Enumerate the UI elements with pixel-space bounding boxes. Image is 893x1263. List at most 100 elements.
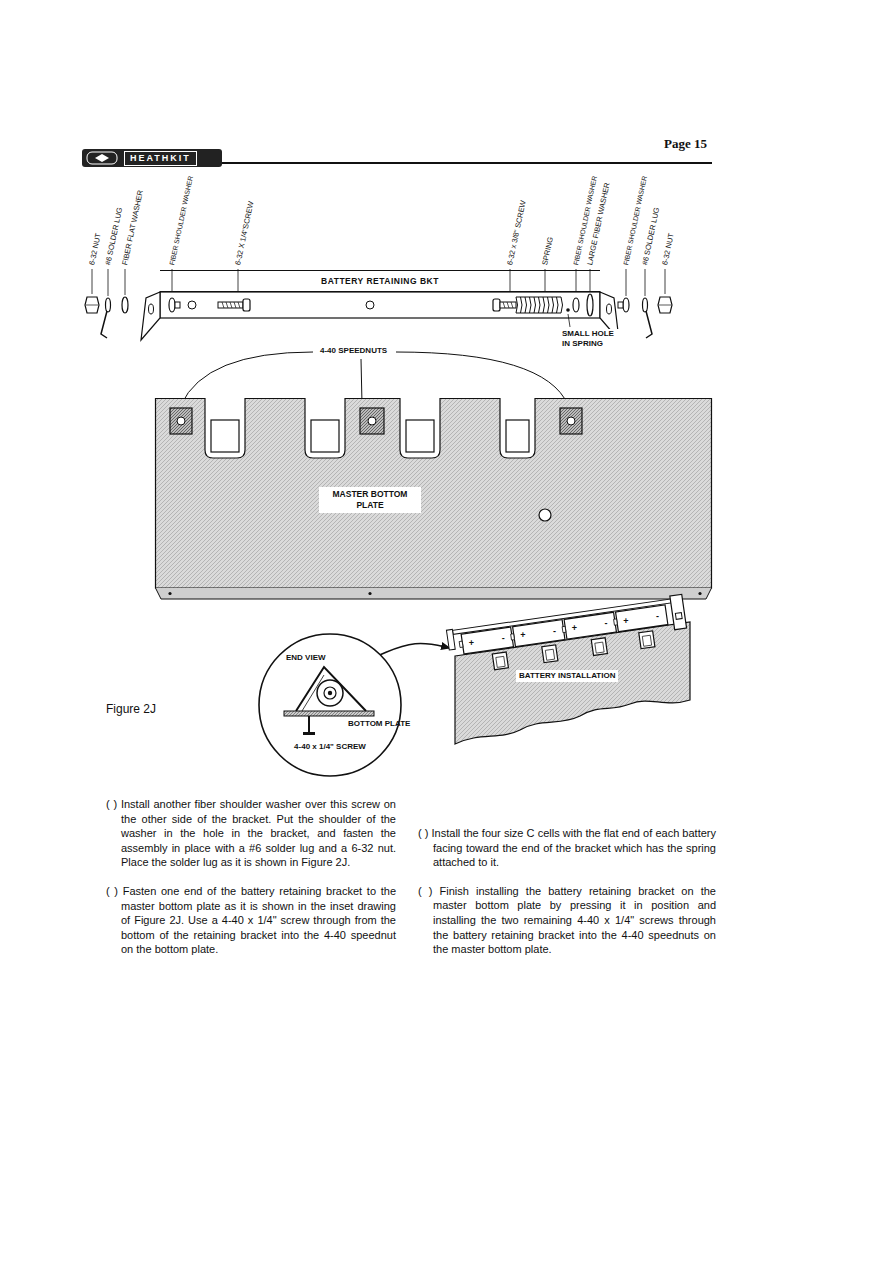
solder-lug — [106, 298, 111, 312]
part-label: 6-32 x 3/8" SCREW — [505, 200, 528, 266]
bracket-flange — [160, 292, 600, 318]
illustration-part — [645, 269, 646, 296]
polarity-mark: - — [656, 611, 659, 621]
part-label: 6-32 X 1/4"SCREW — [233, 200, 255, 266]
illustration-part — [396, 352, 568, 405]
solder-lug — [646, 311, 652, 338]
brand-emblem — [95, 154, 109, 162]
illustration-part — [564, 612, 616, 639]
part-name: BOTTOM PLATE — [348, 719, 410, 729]
nut-symbol — [659, 305, 671, 306]
inset-title: END VIEW — [286, 653, 326, 663]
nut-symbol — [85, 297, 99, 313]
screw-symbol — [218, 302, 243, 308]
illustration-part — [562, 626, 566, 632]
bracket-hole — [607, 304, 612, 314]
nut-symbol — [86, 305, 98, 306]
illustration-part — [626, 269, 627, 296]
illustration-part — [506, 420, 529, 452]
screw-thread — [222, 302, 240, 308]
illustration-part — [181, 352, 313, 405]
bracket-body: BATTERY RETAINING BKT — [160, 270, 600, 292]
polarity-mark: + — [572, 623, 577, 633]
shoulder-washer — [573, 298, 579, 312]
header-rule — [222, 162, 712, 164]
illustration-part — [328, 691, 332, 695]
callout-label: SMALL HOLE IN SPRING — [560, 329, 624, 348]
instruction-step: ( ) Finish installing the battery retain… — [418, 884, 716, 957]
bracket-hole — [188, 301, 196, 309]
illustration-part — [698, 592, 701, 595]
bracket-tab — [141, 292, 160, 340]
illustration-part — [308, 716, 310, 732]
part-name: BATTERY RETAINING BKT — [317, 276, 443, 286]
illustration-part — [590, 269, 591, 292]
shoulder-washer — [618, 302, 623, 308]
illustration-part — [539, 509, 551, 521]
illustration-part — [542, 645, 558, 663]
screw-thread — [503, 302, 513, 308]
illustration-part — [446, 594, 688, 675]
illustration-part — [317, 680, 343, 706]
illustration-part — [296, 667, 366, 711]
battery-inset: +-+-+-+-BATTERY INSTALLATION — [450, 608, 695, 748]
polarity-mark: + — [623, 616, 628, 626]
shoulder-washer — [175, 302, 180, 308]
illustration-part — [560, 408, 582, 434]
spring-symbol — [516, 297, 563, 313]
solder-lug — [643, 298, 648, 312]
illustration-part — [360, 408, 384, 434]
illustration-part — [567, 417, 575, 425]
illustration-part — [311, 420, 339, 452]
illustration-part — [177, 417, 185, 425]
polarity-mark: - — [502, 633, 505, 643]
illustration-part — [513, 620, 565, 647]
bracket-hole — [366, 301, 374, 309]
part-label: FIBER SHOULDER WASHER — [167, 175, 195, 266]
instruction-step: ( ) Fasten one end of the battery retain… — [106, 884, 396, 957]
illustration-part — [324, 687, 336, 699]
illustration-part — [168, 592, 171, 595]
shoulder-washer — [169, 298, 175, 312]
part-name: 4-40 x 1/4" SCREW — [294, 742, 366, 752]
illustration-part — [595, 642, 604, 653]
illustration-part — [156, 399, 712, 589]
part-label: 6-32 NUT — [660, 232, 676, 266]
inset-title: BATTERY INSTALLATION — [516, 670, 618, 682]
brand-name: HEATHKIT — [130, 153, 191, 164]
figure-caption: Figure 2J — [106, 702, 156, 716]
illustration-part — [211, 420, 239, 452]
part-label: SPRING — [540, 236, 555, 266]
illustration-part — [446, 629, 455, 650]
illustration-part — [496, 656, 505, 667]
illustration-part — [461, 627, 513, 654]
instruction-step: ( ) Install the four size C cells with t… — [418, 826, 716, 870]
instruction-step: ( ) Install another fiber shoulder washe… — [106, 797, 396, 870]
text-column: ( ) Install another fiber shoulder washe… — [106, 797, 396, 971]
solder-lug — [101, 311, 107, 338]
polarity-mark: - — [553, 626, 556, 636]
illustration-part — [406, 420, 434, 452]
polarity-mark: - — [605, 618, 608, 628]
leader-lines — [181, 352, 568, 405]
brand-badge: HEATHKIT — [124, 151, 197, 166]
part-label: FIBER FLAT WASHER — [120, 189, 145, 266]
illustration-part — [545, 649, 554, 660]
brand-emblem — [87, 152, 117, 164]
text-column: ( ) Install the four size C cells with t… — [418, 826, 716, 971]
spring-hole — [566, 308, 570, 312]
screw-head — [243, 299, 250, 311]
illustration-part — [259, 634, 401, 776]
illustration-part — [665, 269, 666, 294]
pointer-arrow — [380, 644, 450, 655]
end-view-inset-shape — [258, 633, 402, 777]
illustration-part — [675, 613, 682, 620]
illustration-part — [591, 638, 607, 656]
illustration-part — [459, 641, 463, 647]
illustration-part — [492, 652, 508, 670]
illustration-part — [361, 359, 362, 404]
polarity-mark: + — [469, 638, 474, 648]
shoulder-washer — [623, 298, 629, 312]
screw-head — [493, 299, 500, 311]
